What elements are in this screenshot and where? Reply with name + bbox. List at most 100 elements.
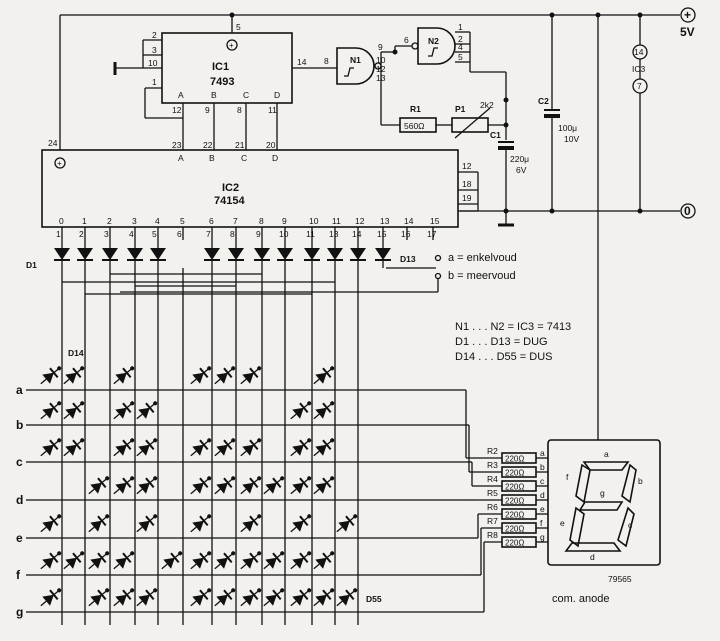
matrix-diode-d23 <box>113 401 135 420</box>
ic2-output-2: 2 <box>107 216 112 226</box>
diode-d10 <box>304 240 320 268</box>
segment-e <box>569 506 585 548</box>
matrix-diode-d46 <box>88 514 110 533</box>
ic2-pin-21: 21 <box>235 140 245 150</box>
ic2-pin-23: 23 <box>172 140 182 150</box>
ic1-out-d: D <box>274 90 280 100</box>
segment-f <box>575 463 591 504</box>
c2-name: C2 <box>538 96 549 106</box>
matrix-diode-d50 <box>290 514 312 533</box>
ic1-pin-1: 1 <box>152 77 157 87</box>
ic2-74154: + IC2 74154 A B C D 12 18 19 <box>41 149 479 228</box>
resistor-r1: R1 560Ω <box>399 104 437 133</box>
matrix-diode-d31 <box>190 438 212 457</box>
diode-d6 <box>204 240 220 268</box>
matrix-diode-d52 <box>40 551 62 570</box>
gate-n1: N1 8 9 10 12 13 <box>324 42 400 126</box>
ic2-output-pin-2: 2 <box>79 229 84 239</box>
ic3-pin-14: 14 <box>634 47 644 57</box>
ic2-output-pin-7: 7 <box>206 229 211 239</box>
ic3-pin-7: 7 <box>637 81 642 91</box>
matrix-diode-d67 <box>190 588 212 607</box>
matrix-diode-d29 <box>113 438 135 457</box>
matrix-diode-d39 <box>190 476 212 495</box>
matrix-diode-d20 <box>313 366 335 385</box>
matrix-diode-d66 <box>136 588 158 607</box>
ic2-in-b: B <box>209 153 215 163</box>
matrix-diode-d63 <box>40 588 62 607</box>
matrix-diode-d64 <box>88 588 110 607</box>
switch-a-label: a = enkelvoud <box>448 252 517 264</box>
n1-pin-9: 9 <box>378 42 383 52</box>
segment-b <box>621 463 637 504</box>
resistor-r8-segment: g <box>540 532 545 542</box>
diode-d3 <box>102 240 118 268</box>
ic2-part: 74154 <box>214 195 245 207</box>
segment-label-b: b <box>638 476 643 486</box>
matrix-diode-d18 <box>214 366 236 385</box>
supply-plus-symbol: + <box>684 8 691 22</box>
display-code: 79565 <box>608 574 632 584</box>
c2-voltage: 10V <box>564 134 579 144</box>
matrix-diode-d51 <box>336 514 358 533</box>
matrix-diode-d22 <box>63 401 85 420</box>
ic2-pin-12: 12 <box>462 161 472 171</box>
ic3-supply: 14 7 IC3 <box>632 15 648 211</box>
ic2-output-pin-11: 11 <box>306 229 315 239</box>
resistor-r6-segment: e <box>540 504 545 514</box>
matrix-diode-d70 <box>263 588 285 607</box>
matrix-diode-d53 <box>63 551 85 570</box>
r1-name: R1 <box>410 104 421 114</box>
svg-text:+: + <box>229 41 234 50</box>
ic2-output-14: 14 <box>404 216 414 226</box>
ic2-pin-18: 18 <box>462 179 472 189</box>
matrix-diode-d17 <box>190 366 212 385</box>
matrix-diode-d55 <box>113 551 135 570</box>
ic2-output-8: 8 <box>259 216 264 226</box>
matrix-diode-d21 <box>40 401 62 420</box>
supply-rail-5v: + 5V <box>60 7 696 39</box>
row-label-e: e <box>16 531 23 545</box>
c1-name: C1 <box>490 130 501 140</box>
matrix-diode-d72 <box>313 588 335 607</box>
matrix-diode-d16 <box>113 366 135 385</box>
segment-g <box>578 501 624 511</box>
ic2-pin-22: 22 <box>203 140 213 150</box>
ground-label: 0 <box>684 204 691 218</box>
diode-d1-label: D1 <box>26 260 37 270</box>
matrix-diode-d62 <box>313 551 335 570</box>
segment-label-e: e <box>560 518 565 528</box>
resistor-r5-segment: d <box>540 490 545 500</box>
resistor-r5-name: R5 <box>487 488 498 498</box>
ic2-in-d: D <box>272 153 278 163</box>
ic2-output-11: 11 <box>332 216 341 226</box>
resistor-r7-value: 220Ω <box>505 525 524 534</box>
matrix-diode-d40 <box>214 476 236 495</box>
switch-b-label: b = meervoud <box>448 270 516 282</box>
matrix-diode-d25 <box>290 401 312 420</box>
matrix-diode-d56 <box>161 551 183 570</box>
diode-d11 <box>327 240 343 268</box>
ic2-pin-24: 24 <box>48 138 58 148</box>
ic1-pin-3: 3 <box>152 45 157 55</box>
n1-name: N1 <box>350 55 361 65</box>
ic1-pin-2: 2 <box>152 30 157 40</box>
mode-switch: a = enkelvoud b = meervoud <box>120 252 517 293</box>
diode-d9 <box>277 240 293 268</box>
ic2-output-7: 7 <box>233 216 238 226</box>
ic1-out-c: C <box>243 90 249 100</box>
component-notes: N1 . . . N2 = IC3 = 7413 D1 . . . D13 = … <box>455 321 571 363</box>
matrix-diode-d42 <box>263 476 285 495</box>
segment-label-a: a <box>604 449 609 459</box>
ic2-in-c: C <box>241 153 247 163</box>
ic2-output-pin-13: 13 <box>329 229 339 239</box>
resistor-r7-name: R7 <box>487 516 498 526</box>
resistor-r5-value: 220Ω <box>505 497 524 506</box>
n2-pin-5: 5 <box>458 52 463 62</box>
matrix-diode-d14 <box>40 366 62 385</box>
n2-pin-2: 2 <box>458 34 463 44</box>
